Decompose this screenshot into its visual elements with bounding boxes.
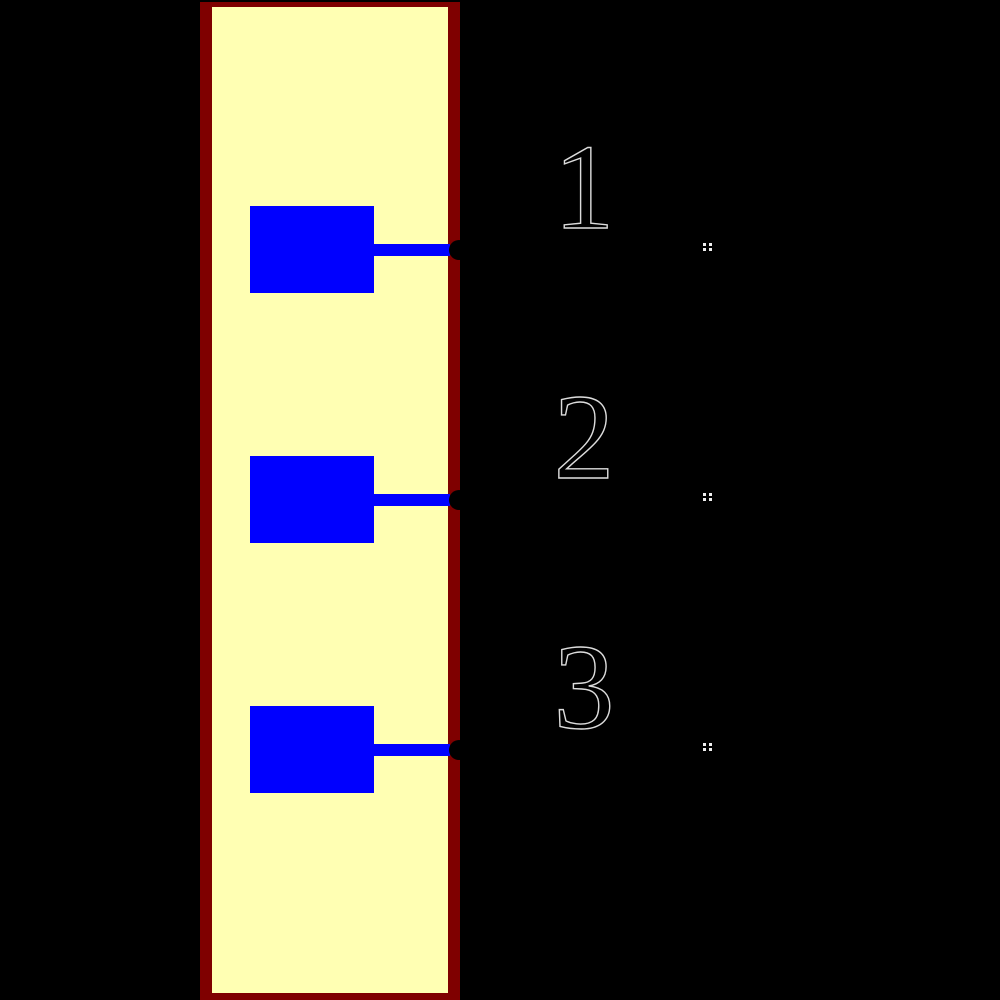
svg-text:3: 3 <box>554 620 615 755</box>
pin-terminal-dot[interactable] <box>449 240 469 260</box>
pin-number-label[interactable]: 1 <box>524 119 644 260</box>
svg-text:1: 1 <box>554 120 615 255</box>
pin-pad[interactable] <box>250 706 374 793</box>
four-dot-grid-icon <box>703 493 712 501</box>
four-dot-grid-icon <box>703 743 712 751</box>
pin-pad[interactable] <box>250 456 374 543</box>
pin-terminal-dot[interactable] <box>449 490 469 510</box>
pin-wire[interactable] <box>374 494 450 506</box>
svg-text:2: 2 <box>554 370 615 505</box>
pin-terminal-dot[interactable] <box>449 740 469 760</box>
pin-wire[interactable] <box>374 244 450 256</box>
pin-pad[interactable] <box>250 206 374 293</box>
pin-number-label[interactable]: 2 <box>524 369 644 510</box>
pin-number-label[interactable]: 3 <box>524 619 644 760</box>
pin-wire[interactable] <box>374 744 450 756</box>
four-dot-grid-icon <box>703 243 712 251</box>
